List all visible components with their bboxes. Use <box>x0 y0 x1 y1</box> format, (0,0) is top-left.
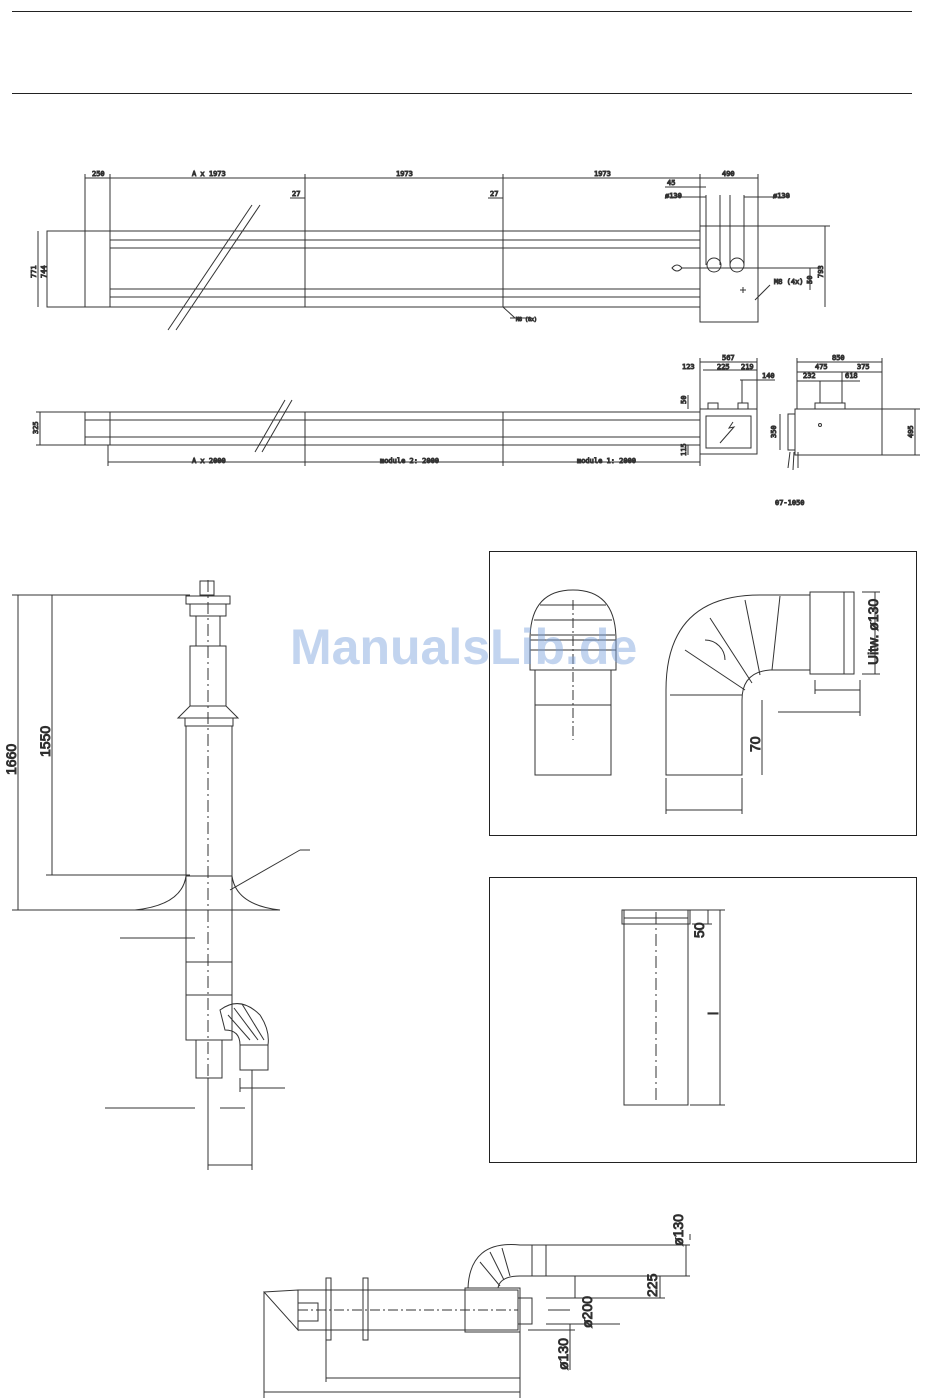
dim-793: 793 <box>817 265 825 278</box>
dim-475: 475 <box>815 363 828 371</box>
label-m8-4x: M8 (4x) <box>774 278 804 286</box>
heater-side-body <box>85 412 700 445</box>
pipe-detail-frame <box>489 877 917 1163</box>
left-end-cap <box>47 231 110 307</box>
label-m8-8x: M8 (8x) <box>516 317 537 323</box>
dim-232: 232 <box>803 372 816 380</box>
top-plan-view <box>38 174 830 330</box>
heater-body <box>110 231 700 307</box>
dim-1973-b: 1973 <box>594 170 611 178</box>
vertical-flue-drawing <box>12 580 310 1170</box>
dia-130-bottom: ø130 <box>555 1338 571 1370</box>
dim-495: 495 <box>907 425 915 438</box>
dim-375: 375 <box>857 363 870 371</box>
dim-850: 850 <box>832 354 845 362</box>
dim-50-top: 50 <box>806 276 814 284</box>
dim-1973-a: 1973 <box>396 170 413 178</box>
dim-744: 744 <box>40 265 48 278</box>
dim-225: 225 <box>717 363 730 371</box>
dim-115: 115 <box>680 443 688 456</box>
dim-140: 140 <box>762 372 775 380</box>
dim-771: 771 <box>30 265 38 278</box>
dia-130-left: ø130 <box>665 192 682 200</box>
dim-225-flue: 225 <box>644 1273 660 1297</box>
dim-618: 618 <box>845 372 858 380</box>
horizontal-flue-drawing <box>264 1234 690 1398</box>
dim-219: 219 <box>741 363 754 371</box>
dim-325: 325 <box>32 421 40 434</box>
dim-1550: 1550 <box>37 726 53 757</box>
dim-27-b: 27 <box>490 190 498 198</box>
dim-module-2: module 2: 2000 <box>380 457 439 465</box>
dim-1660: 1660 <box>3 744 19 775</box>
dim-123: 123 <box>682 363 695 371</box>
dim-350: 350 <box>770 425 778 438</box>
dim-module-1: module 1: 2000 <box>577 457 636 465</box>
dia-130-top: ø130 <box>670 1214 686 1246</box>
dim-27-a: 27 <box>292 190 300 198</box>
dim-50-box: 50 <box>680 396 688 404</box>
burner-box <box>700 226 758 322</box>
dia-130-right: ø130 <box>773 192 790 200</box>
end-view-box <box>795 409 882 455</box>
dim-490: 490 <box>722 170 735 178</box>
dim-a-1973: A x 1973 <box>192 170 226 178</box>
dia-200: ø200 <box>579 1296 595 1328</box>
dim-250: 250 <box>92 170 105 178</box>
elbow-detail-frame <box>489 551 917 836</box>
drawing-code: 07-1050 <box>775 499 805 507</box>
side-view <box>36 358 920 470</box>
dim-a-2000: A x 2000 <box>192 457 226 465</box>
watermark: ManualsLib.de <box>290 618 637 676</box>
dim-567: 567 <box>722 354 735 362</box>
dim-45: 45 <box>667 179 675 187</box>
